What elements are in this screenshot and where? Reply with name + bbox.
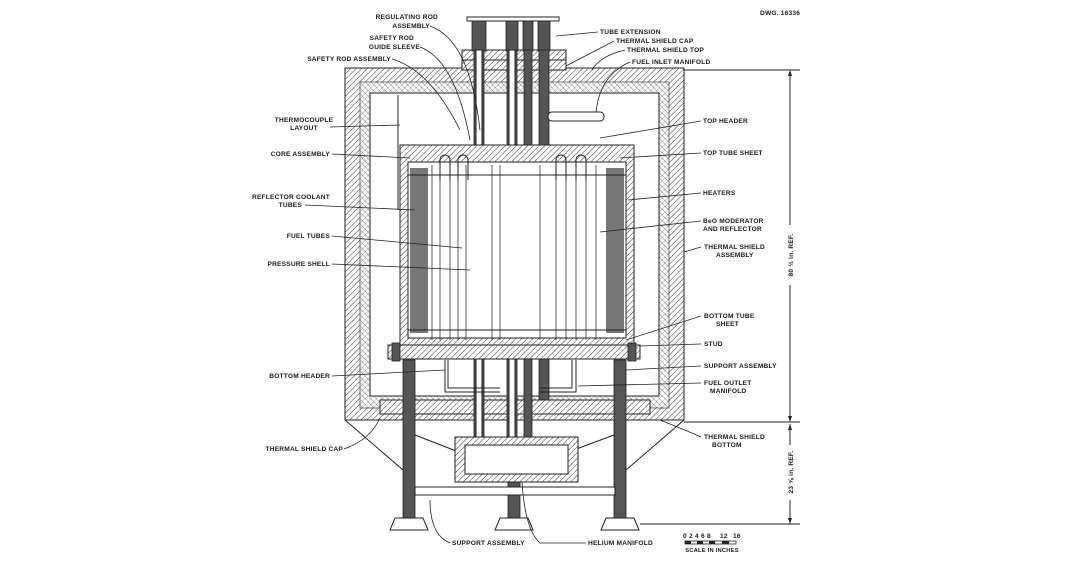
label-fuel-inlet-manifold: FUEL INLET MANIFOLD — [632, 59, 710, 66]
dimension-lower: 23 ⅝ in. REF. — [788, 451, 795, 494]
scale-tick-label: 12 — [720, 533, 728, 540]
fuel-inlet-manifold — [547, 111, 605, 122]
bottom-labels: SUPPORT ASSEMBLY HELIUM MANIFOLD — [452, 540, 653, 547]
label-thermal-shield-bottom-2: BOTTOM — [712, 442, 742, 449]
scale-tick-label: 6 — [701, 533, 705, 540]
label-bottom-header: BOTTOM HEADER — [269, 373, 330, 380]
label-fuel-outlet: FUEL OUTLET — [704, 380, 752, 387]
dimension-upper: 80 ½ in. REF. — [787, 234, 795, 277]
label-safety-rod-assembly: SAFETY ROD ASSEMBLY — [307, 56, 391, 63]
left-labels: REGULATING ROD ASSEMBLY SAFETY ROD GUIDE… — [252, 14, 438, 453]
label-helium-manifold: HELIUM MANIFOLD — [588, 540, 653, 547]
label-support-assembly-bottom: SUPPORT ASSEMBLY — [452, 540, 525, 547]
label-beo-moderator-2: AND REFLECTOR — [703, 226, 762, 233]
tube-extensions — [466, 16, 560, 52]
label-thermal-shield-assembly-2: ASSEMBLY — [716, 252, 754, 259]
scale-tick-label: 2 — [689, 533, 693, 540]
label-beo-moderator: BeO MODERATOR — [703, 218, 764, 225]
leader-lines — [304, 25, 702, 544]
support-assembly-plate — [387, 342, 641, 362]
label-support-assembly-right: SUPPORT ASSEMBLY — [704, 363, 777, 370]
label-thermocouple-2: LAYOUT — [290, 125, 318, 132]
label-stud: STUD — [704, 341, 723, 348]
label-regulating-rod-2: ASSEMBLY — [392, 23, 430, 30]
label-regulating-rod: REGULATING ROD — [376, 14, 438, 21]
label-heaters: HEATERS — [703, 190, 736, 197]
label-safety-rod-sleeve: SAFETY ROD — [370, 35, 414, 42]
fuel-outlet-manifold — [444, 360, 500, 393]
scale-tick-label: 8 — [707, 533, 711, 540]
label-core-assembly: CORE ASSEMBLY — [271, 151, 331, 158]
label-thermal-shield-cap: THERMAL SHIELD CAP — [266, 446, 344, 453]
top-labels: TUBE EXTENSION THERMAL SHIELD CAP THERMA… — [600, 29, 710, 66]
label-thermal-shield-assembly: THERMAL SHIELD — [704, 244, 765, 251]
label-safety-rod-sleeve-2: GUIDE SLEEVE — [369, 44, 421, 51]
right-labels: TOP HEADER TOP TUBE SHEET HEATERS BeO MO… — [703, 118, 777, 449]
label-bottom-tube-sheet: BOTTOM TUBE — [704, 313, 755, 320]
scale-label: SCALE IN INCHES — [685, 548, 739, 554]
label-thermal-shield-bottom: THERMAL SHIELD — [704, 434, 765, 441]
label-thermal-shield-top: THERMAL SHIELD TOP — [627, 47, 704, 54]
label-bottom-tube-sheet-2: SHEET — [716, 321, 739, 328]
scale-bar: 0 2 4 6 8 12 16 SCALE IN INCHES — [683, 533, 741, 554]
drawing-number: DWG. 16336 — [760, 10, 800, 17]
label-fuel-outlet-2: MANIFOLD — [710, 388, 746, 395]
label-reflector-tubes-2: TUBES — [279, 202, 303, 209]
label-reflector-tubes: REFLECTOR COOLANT — [252, 194, 330, 201]
label-thermal-shield-cap-top: THERMAL SHIELD CAP — [616, 38, 694, 45]
label-thermocouple: THERMOCOUPLE — [275, 117, 334, 124]
scale-tick-label: 16 — [733, 533, 741, 540]
helium-manifold — [454, 436, 579, 483]
label-top-tube-sheet: TOP TUBE SHEET — [703, 150, 763, 157]
support-legs — [344, 359, 685, 531]
scale-tick-label: 4 — [695, 533, 699, 540]
core-assembly — [399, 144, 635, 351]
label-fuel-tubes: FUEL TUBES — [287, 233, 331, 240]
dimension-lines: 80 ½ in. REF. 23 ⅝ in. REF. — [640, 69, 800, 525]
label-pressure-shell: PRESSURE SHELL — [267, 261, 330, 268]
label-top-header: TOP HEADER — [703, 118, 748, 125]
scale-tick-label: 0 — [683, 533, 687, 540]
label-tube-extension: TUBE EXTENSION — [600, 29, 661, 36]
